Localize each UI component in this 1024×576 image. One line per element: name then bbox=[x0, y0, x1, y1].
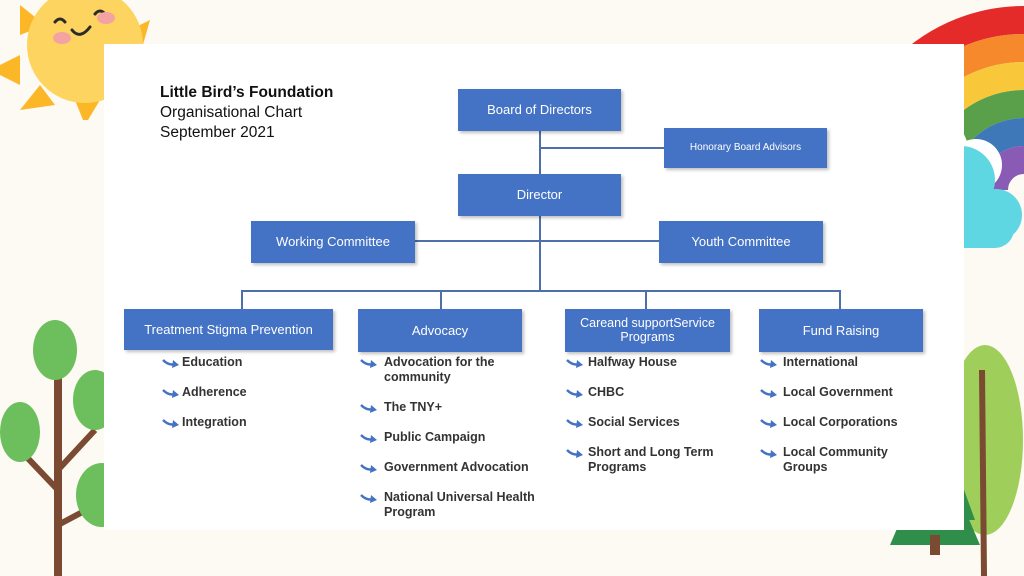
department-item: Public Campaign bbox=[384, 430, 486, 444]
director-box: Director bbox=[458, 174, 621, 216]
department-item: Local Government bbox=[783, 385, 893, 399]
connector-committees bbox=[414, 240, 660, 242]
bullet-arrow-icon bbox=[760, 359, 777, 368]
department-item: The TNY+ bbox=[384, 400, 442, 414]
bullet-arrow-icon bbox=[360, 464, 377, 473]
bullet-arrow-icon bbox=[162, 359, 179, 368]
chart-date: September 2021 bbox=[160, 124, 275, 141]
connector-director-down bbox=[539, 215, 541, 291]
department-treatment-box: Treatment Stigma Prevention bbox=[124, 309, 333, 350]
department-item: National Universal Health Program bbox=[384, 490, 535, 519]
bullet-arrow-icon bbox=[566, 419, 583, 428]
department-item: Education bbox=[182, 355, 243, 369]
department-advocacy-box: Advocacy bbox=[358, 309, 522, 352]
connector-dept-1 bbox=[241, 290, 243, 309]
bullet-arrow-icon bbox=[360, 404, 377, 413]
connector-board-director bbox=[539, 130, 541, 175]
department-item: Advocation for the community bbox=[384, 355, 495, 384]
department-item: CHBC bbox=[588, 385, 625, 399]
bullet-arrow-icon bbox=[760, 449, 777, 458]
bullet-arrow-icon bbox=[360, 434, 377, 443]
bullet-arrow-icon bbox=[566, 449, 583, 458]
department-item: Adherence bbox=[182, 385, 247, 399]
department-item: Government Advocation bbox=[384, 460, 529, 474]
connector-honorary bbox=[540, 147, 664, 149]
connector-dept-3 bbox=[645, 290, 647, 309]
honorary-advisors-box: Honorary Board Advisors bbox=[664, 128, 827, 168]
bullet-arrow-icon bbox=[360, 494, 377, 503]
bullet-arrow-icon bbox=[360, 359, 377, 368]
bullet-arrow-icon bbox=[566, 359, 583, 368]
department-item: Local Community Groups bbox=[783, 445, 888, 474]
department-item: Local Corporations bbox=[783, 415, 898, 429]
youth-committee-box: Youth Committee bbox=[659, 221, 823, 263]
department-item: Integration bbox=[182, 415, 247, 429]
org-name: Little Bird’s Foundation bbox=[160, 84, 334, 101]
department-item: Social Services bbox=[588, 415, 680, 429]
department-fundraising-box: Fund Raising bbox=[759, 309, 923, 352]
connector-dept-4 bbox=[839, 290, 841, 309]
chart-name: Organisational Chart bbox=[160, 104, 303, 121]
connector-dept-2 bbox=[440, 290, 442, 309]
bullet-arrow-icon bbox=[162, 389, 179, 398]
bullet-arrow-icon bbox=[162, 419, 179, 428]
department-item: Short and Long Term Programs bbox=[588, 445, 714, 474]
working-committee-box: Working Committee bbox=[251, 221, 415, 263]
department-item: Halfway House bbox=[588, 355, 677, 369]
bullet-arrow-icon bbox=[760, 389, 777, 398]
bullet-arrow-icon bbox=[760, 419, 777, 428]
bullet-arrow-icon bbox=[566, 389, 583, 398]
department-item: International bbox=[783, 355, 859, 369]
connector-dept-bus bbox=[241, 290, 841, 292]
department-care-box: Careand supportService Programs bbox=[565, 309, 730, 352]
board-of-directors-box: Board of Directors bbox=[458, 89, 621, 131]
